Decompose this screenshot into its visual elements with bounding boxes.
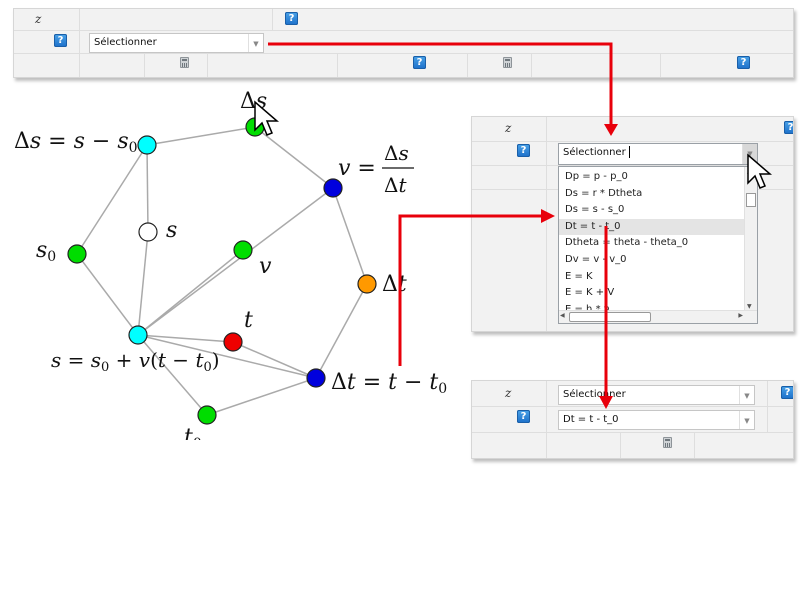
- calculator-icon[interactable]: [663, 437, 672, 448]
- text-caret: [628, 146, 630, 158]
- scrollbar-thumb[interactable]: [569, 312, 651, 322]
- node-delta-t-definition[interactable]: [306, 368, 326, 388]
- dropdown-option[interactable]: Ds = s - s_0: [565, 204, 625, 216]
- label-delta-t-definition: Δt = t − t0: [331, 370, 447, 397]
- graph-nodes: [67, 117, 377, 425]
- cursor-icon: [747, 153, 773, 189]
- z-label: z: [505, 121, 512, 135]
- node-delta-t[interactable]: [357, 274, 377, 294]
- calculator-icon[interactable]: [503, 57, 512, 68]
- node-v[interactable]: [233, 240, 253, 260]
- formula-select-value: Sélectionner: [563, 389, 626, 400]
- label-velocity-denominator: Δt: [384, 173, 407, 197]
- chevron-down-icon[interactable]: ▼: [739, 411, 754, 429]
- z-label: z: [35, 12, 42, 26]
- horizontal-scrollbar[interactable]: ◀ ▶: [559, 310, 757, 323]
- chevron-down-icon[interactable]: ▼: [248, 34, 263, 52]
- scroll-left-arrow-icon[interactable]: ◀: [560, 312, 565, 319]
- formula-select[interactable]: Sélectionner ▼: [89, 33, 264, 53]
- node-t0[interactable]: [197, 405, 217, 425]
- node-t[interactable]: [223, 332, 243, 352]
- label-delta-s: Δs: [240, 89, 267, 114]
- dependency-graph: Δs = s − s0 Δs v = Δs Δt s s0 v Δt t s =…: [14, 89, 447, 440]
- calculator-icon[interactable]: [180, 57, 189, 68]
- dropdown-option[interactable]: Dv = v - v_0: [565, 253, 627, 265]
- node-s0[interactable]: [67, 244, 87, 264]
- dropdown-option[interactable]: Dtheta = theta - theta_0: [565, 237, 689, 249]
- node-delta-s-definition[interactable]: [137, 135, 157, 155]
- scrollbar-thumb[interactable]: [746, 193, 756, 207]
- label-t: t: [244, 308, 253, 333]
- help-icon[interactable]: ?: [54, 34, 67, 47]
- dropdown-option[interactable]: E = K: [565, 270, 593, 282]
- help-icon[interactable]: ?: [784, 121, 793, 134]
- formula-result-value: Dt = t - t_0: [563, 414, 619, 425]
- formula-select[interactable]: Sélectionner ▼: [558, 385, 755, 405]
- node-s[interactable]: [138, 222, 158, 242]
- label-s0: s0: [36, 238, 56, 265]
- help-icon[interactable]: ?: [517, 410, 530, 423]
- label-delta-t: Δt: [382, 272, 407, 297]
- formula-select-value: Sélectionner: [94, 37, 157, 48]
- formula-select-value: Sélectionner: [563, 147, 626, 158]
- node-velocity[interactable]: [323, 178, 343, 198]
- help-icon[interactable]: ?: [413, 56, 426, 69]
- top-formula-panel: z ? ? Sélectionner ▼ ? ?: [13, 8, 794, 78]
- dropdown-option[interactable]: Dp = p - p_0: [565, 171, 628, 182]
- label-t0: t0: [184, 425, 202, 440]
- scroll-right-arrow-icon[interactable]: ▶: [738, 312, 743, 319]
- bottom-formula-panel: z ? Sélectionner ▼ ? Dt = t - t_0 ▼: [471, 380, 794, 459]
- label-s: s: [166, 218, 177, 243]
- label-v: v: [259, 254, 272, 279]
- scroll-down-arrow-icon[interactable]: ▼: [747, 303, 752, 310]
- graph-edges: [76, 126, 368, 416]
- dropdown-option[interactable]: Dt = t - t_0: [559, 218, 745, 236]
- dropdown-option[interactable]: E = K + V: [565, 287, 615, 299]
- label-velocity-numerator: Δs: [384, 141, 409, 165]
- label-delta-s-definition: Δs = s − s0: [14, 129, 138, 156]
- label-s-equation: s = s0 + v(t − t0): [51, 348, 220, 375]
- formula-result-select[interactable]: Dt = t - t_0 ▼: [558, 410, 755, 430]
- middle-formula-panel: z ? ? Sélectionner ▼ Dp = p - p_0 Ds = r …: [471, 116, 794, 332]
- chevron-down-icon[interactable]: ▼: [739, 386, 754, 404]
- help-icon[interactable]: ?: [517, 144, 530, 157]
- dropdown-option[interactable]: Ds = r * Dtheta: [565, 187, 643, 199]
- z-label: z: [505, 386, 512, 400]
- formula-select-open[interactable]: Sélectionner ▼: [558, 143, 758, 165]
- node-s-equation[interactable]: [128, 325, 148, 345]
- help-icon[interactable]: ?: [285, 12, 298, 25]
- dropdown-option[interactable]: E = h * ν: [559, 302, 745, 319]
- label-velocity: v =: [338, 156, 376, 181]
- help-icon[interactable]: ?: [737, 56, 750, 69]
- help-icon[interactable]: ?: [781, 386, 793, 399]
